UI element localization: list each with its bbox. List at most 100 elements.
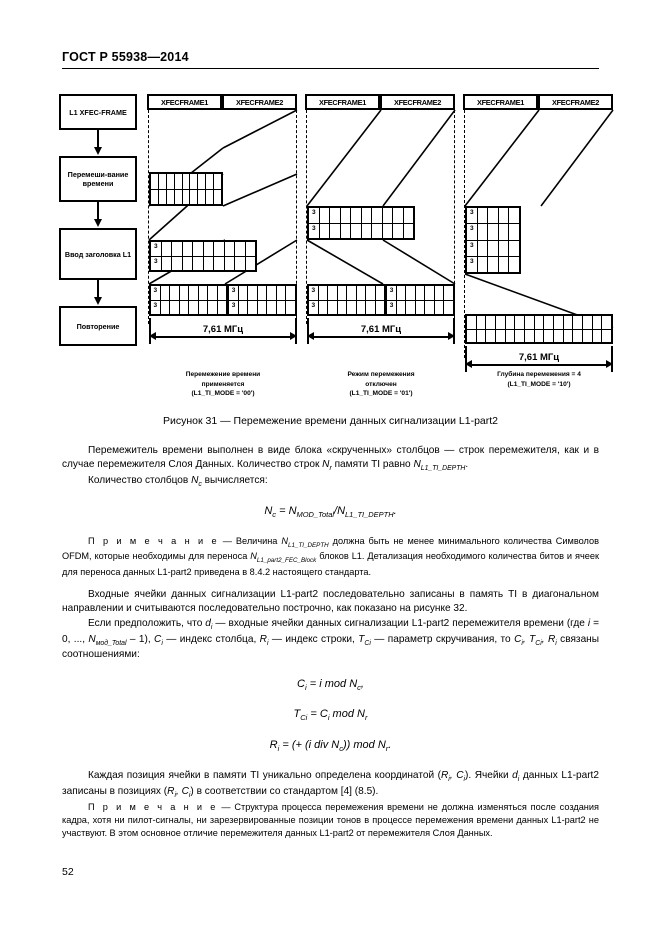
header-divider: [62, 68, 599, 69]
grid-cell: [275, 300, 286, 314]
ti-memory-grid-a-bottom: 3 3 3: [149, 284, 297, 316]
grid-cell: [189, 189, 197, 204]
grid-cell: [381, 223, 393, 238]
grid-cell: [202, 256, 214, 270]
grid-cell: [601, 329, 611, 342]
grid-cell: [213, 174, 221, 189]
grid-cell: [350, 223, 361, 238]
grid-cell: [476, 224, 488, 240]
grid-cell: [392, 223, 403, 238]
grid-cell: [487, 256, 498, 272]
symbol-list: Ci, TCi, Ri: [514, 633, 557, 647]
grid-row: [467, 328, 611, 342]
grid-cell: [582, 316, 592, 329]
grid-cell: [497, 256, 509, 272]
grid-cell-marked: 3: [469, 225, 474, 233]
figure-31: L1 XFEC-FRAME Перемеши-вание времени Вво…: [55, 88, 614, 406]
grid-cell: [508, 208, 519, 224]
grid-cell: [285, 300, 295, 314]
grid-cell: [424, 286, 434, 300]
grid-cell: [402, 208, 414, 223]
ti-memory-grid-b-upper: 3 3: [307, 206, 415, 240]
symbol-ri: Ri: [259, 633, 269, 647]
grid-cell: [392, 208, 403, 223]
grid-cell: [202, 242, 214, 256]
formula-ci: Ci = i mod Nc,: [297, 677, 364, 692]
grid-cell: [171, 256, 182, 270]
symbol-nl1tidepth: NL1_TI_DEPTH: [281, 535, 329, 549]
grid-row: [467, 316, 611, 329]
flow-arrow-3: [59, 280, 137, 306]
grid-cell: [318, 223, 330, 238]
grid-cell-marked: 3: [469, 257, 474, 265]
symbol-coords-2: Ri, Ci: [167, 785, 191, 799]
grid-cell: [553, 316, 563, 329]
grid-cell: [285, 286, 295, 300]
symbol-nl1tidepth: NL1_TI_DEPTH: [413, 459, 466, 473]
grid-cell: [508, 224, 519, 240]
flow-box-l1-xfecframe: L1 XFEC-FRAME: [59, 94, 137, 130]
grid-cell: [188, 286, 198, 300]
grid-cell: [169, 286, 179, 300]
xfecframe2-label: XFECFRAME2: [222, 94, 297, 110]
grid-cell: [151, 190, 158, 205]
grid-cell: [244, 256, 256, 270]
grid-cell: [543, 329, 553, 342]
grid-cell: [582, 329, 592, 342]
grid-cell: [165, 174, 174, 189]
grid-cell: [205, 174, 213, 189]
grid-row: [151, 188, 221, 205]
grid-cell: [159, 300, 170, 314]
grid-cell: [553, 329, 563, 342]
grid-cell: [504, 329, 515, 342]
formula-ri: Ri = (+ (i div Nc)) mod Nr.: [269, 739, 392, 754]
symbol-nfecblock: NL1_part2_FEC_Block: [250, 551, 317, 565]
figure-panel-a: XFECFRAME1 XFECFRAME2: [147, 88, 299, 397]
grid-cell: [181, 256, 193, 270]
grid-cell-marked: 3: [469, 241, 474, 249]
grid-cell: [159, 286, 170, 300]
paragraph-5: Каждая позиция ячейки в памяти TI уникал…: [62, 770, 599, 799]
grid-cell: [572, 316, 582, 329]
grid-cell: [476, 208, 488, 224]
grid-cell: [213, 189, 221, 204]
grid-cell: [213, 242, 224, 256]
grid-row: 3 3: [151, 286, 295, 300]
grid-cell: [476, 256, 488, 272]
grid-cell: [485, 329, 495, 342]
grid-cell-marked: 3: [311, 301, 316, 309]
figure-panel-b: XFECFRAME1 XFECFRAME2 3: [305, 88, 457, 397]
symbol-range: i: [587, 617, 591, 629]
grid-cell: [504, 316, 515, 329]
grid-cell: [165, 189, 174, 204]
ti-memory-grid-b-bottom: 3 3 3: [307, 284, 455, 316]
page-number: 52: [62, 866, 74, 878]
grid-cell: [181, 242, 193, 256]
paragraph-1: Перемежитель времени выполнен в виде бло…: [62, 445, 599, 473]
bandwidth-label: 7,61 МГц: [356, 324, 406, 335]
guide-right-b: [454, 110, 455, 324]
grid-cell: [346, 286, 356, 300]
grid-cell: [601, 316, 611, 329]
guide-right-a: [296, 110, 297, 324]
grid-cell: [508, 240, 519, 256]
flow-box-time-interleaving: Перемеши-вание времени: [59, 156, 137, 202]
guide-left-c: [464, 110, 465, 358]
grid-cell: [266, 286, 276, 300]
note-2: П р и м е ч а н и е — Структура процесса…: [62, 801, 599, 838]
grid-row: 3: [467, 208, 519, 224]
grid-cell-marked: 3: [153, 287, 158, 294]
grid-cell: [188, 300, 198, 314]
grid-cell-marked: 3: [153, 301, 158, 309]
grid-cell: [514, 316, 524, 329]
grid-cell: [487, 208, 498, 224]
bandwidth-label: 7,61 МГц: [514, 352, 564, 363]
grid-cell: [173, 174, 182, 189]
grid-cell-marked: 3: [386, 300, 396, 314]
document-body: Перемежитель времени выполнен в виде бло…: [62, 444, 599, 840]
guide-left-b: [306, 110, 307, 324]
grid-cell: [329, 223, 340, 238]
ti-memory-grid-a-middle: 3 3: [149, 240, 257, 272]
bandwidth-dimension-b: 7,61 МГц: [307, 318, 455, 344]
grid-cell: [197, 174, 205, 189]
